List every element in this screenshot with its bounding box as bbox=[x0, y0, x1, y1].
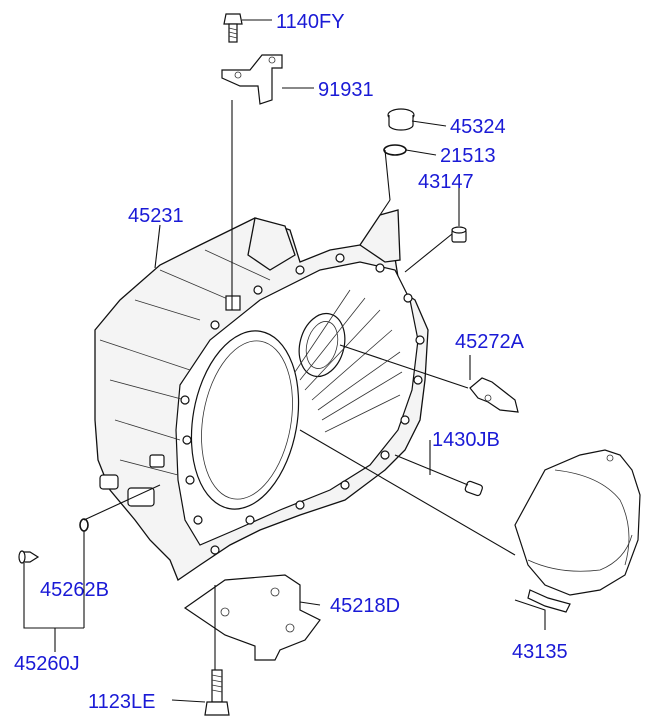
bolt-1123le bbox=[204, 669, 230, 716]
pin-43147 bbox=[451, 226, 467, 243]
clip-45272a bbox=[469, 377, 519, 413]
plug-45324 bbox=[387, 108, 415, 131]
bolt-1140fy bbox=[223, 13, 243, 43]
cover-43135 bbox=[514, 449, 641, 613]
gasket-21513 bbox=[383, 144, 407, 156]
label-1123le: 1123LE bbox=[88, 691, 155, 713]
label-91931: 91931 bbox=[318, 79, 374, 101]
leader-lines bbox=[23, 19, 546, 703]
label-1140fy: 1140FY bbox=[276, 11, 345, 33]
bracket-91931 bbox=[221, 54, 283, 105]
label-45262b: 45262B bbox=[40, 579, 109, 601]
label-45260j: 45260J bbox=[14, 653, 80, 675]
label-45272a: 45272A bbox=[455, 331, 525, 353]
label-43147: 43147 bbox=[418, 171, 474, 193]
gasket-45262b bbox=[79, 518, 89, 532]
label-21513: 21513 bbox=[440, 145, 496, 167]
transmission-case bbox=[94, 209, 429, 581]
plug-45260j bbox=[18, 550, 40, 564]
label-43135: 43135 bbox=[512, 641, 568, 663]
label-45324: 45324 bbox=[450, 116, 506, 138]
pin-1430jb bbox=[464, 480, 483, 497]
label-45218d: 45218D bbox=[330, 595, 400, 617]
bracket-45218d bbox=[183, 574, 321, 661]
label-1430jb: 1430JB bbox=[432, 429, 500, 451]
label-45231: 45231 bbox=[128, 205, 184, 227]
